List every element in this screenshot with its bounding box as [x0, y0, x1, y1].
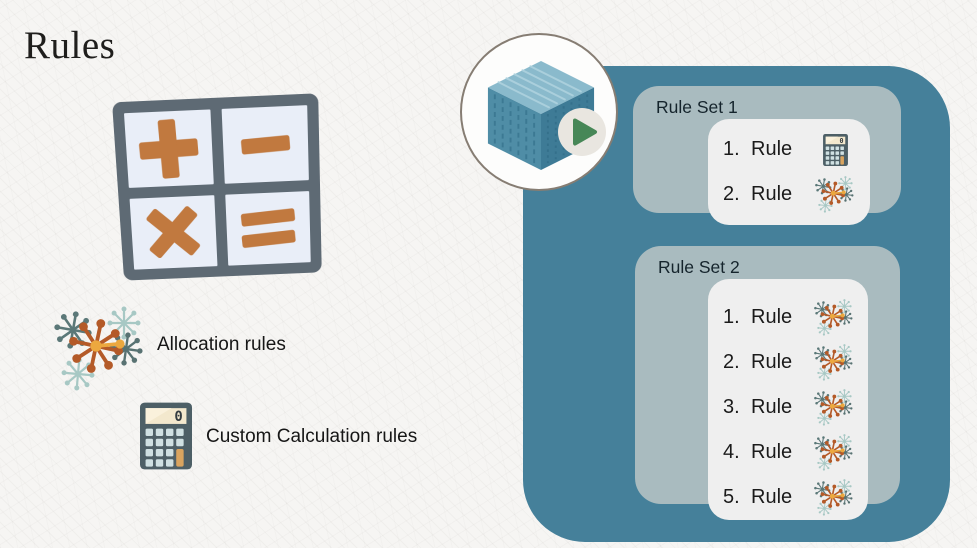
rule-number: 1. [723, 138, 740, 160]
rule-row: 1. Rule [715, 127, 857, 172]
allocation-rules-label: Allocation rules [157, 334, 286, 355]
rule-label: Rule [751, 396, 793, 418]
allocation-icon [814, 174, 855, 213]
custom-calculation-rules-icon [140, 402, 192, 470]
rule-number: 3. [723, 396, 740, 418]
rule-row: 3. Rule [715, 385, 856, 430]
rule-set-2-title: Rule Set 2 [658, 257, 740, 277]
math-cell [123, 109, 214, 188]
custom-calculation-rules-label: Custom Calculation rules [206, 426, 418, 447]
rule-row: 4. Rule [715, 430, 856, 475]
plus-icon [124, 109, 213, 187]
play-button[interactable] [558, 108, 606, 156]
rule-number: 4. [723, 441, 740, 463]
rule-set-1-title: Rule Set 1 [656, 97, 738, 117]
rule-number: 1. [723, 306, 740, 328]
rule-set-1-rules-box: 1. Rule 2. Rule [708, 119, 870, 225]
rule-row: 1. Rule [715, 295, 856, 340]
math-cell [129, 194, 217, 270]
rule-label: Rule [751, 441, 793, 463]
allocation-icon [813, 432, 854, 471]
multiply-icon [130, 195, 217, 270]
math-operations-icon [112, 93, 322, 281]
page-title: Rules [24, 24, 116, 67]
media-circle [460, 33, 618, 191]
play-icon [558, 108, 606, 156]
allocation-icon [813, 342, 854, 381]
rule-row: 2. Rule [715, 172, 857, 217]
rule-label: Rule [751, 351, 793, 373]
rule-label: Rule [751, 486, 793, 508]
allocation-icon [813, 297, 854, 336]
rule-number: 2. [723, 183, 740, 205]
rule-row: 5. Rule [715, 475, 856, 520]
math-cell [224, 190, 311, 266]
rule-number: 5. [723, 486, 740, 508]
rule-row: 2. Rule [715, 340, 856, 385]
rule-label: Rule [751, 138, 793, 160]
allocation-rules-icon [52, 304, 145, 393]
math-cell [221, 105, 309, 184]
minus-icon [221, 105, 309, 183]
rule-set-2-rules-box: 1. Rule 2. Rule 3. Rule 4. Rule 5. Rule [708, 279, 868, 520]
allocation-icon [813, 387, 854, 426]
rule-number: 2. [723, 351, 740, 373]
rule-label: Rule [751, 183, 793, 205]
rule-label: Rule [751, 306, 793, 328]
calculator-icon [822, 133, 848, 166]
allocation-icon [813, 477, 854, 516]
equals-icon [225, 191, 311, 266]
